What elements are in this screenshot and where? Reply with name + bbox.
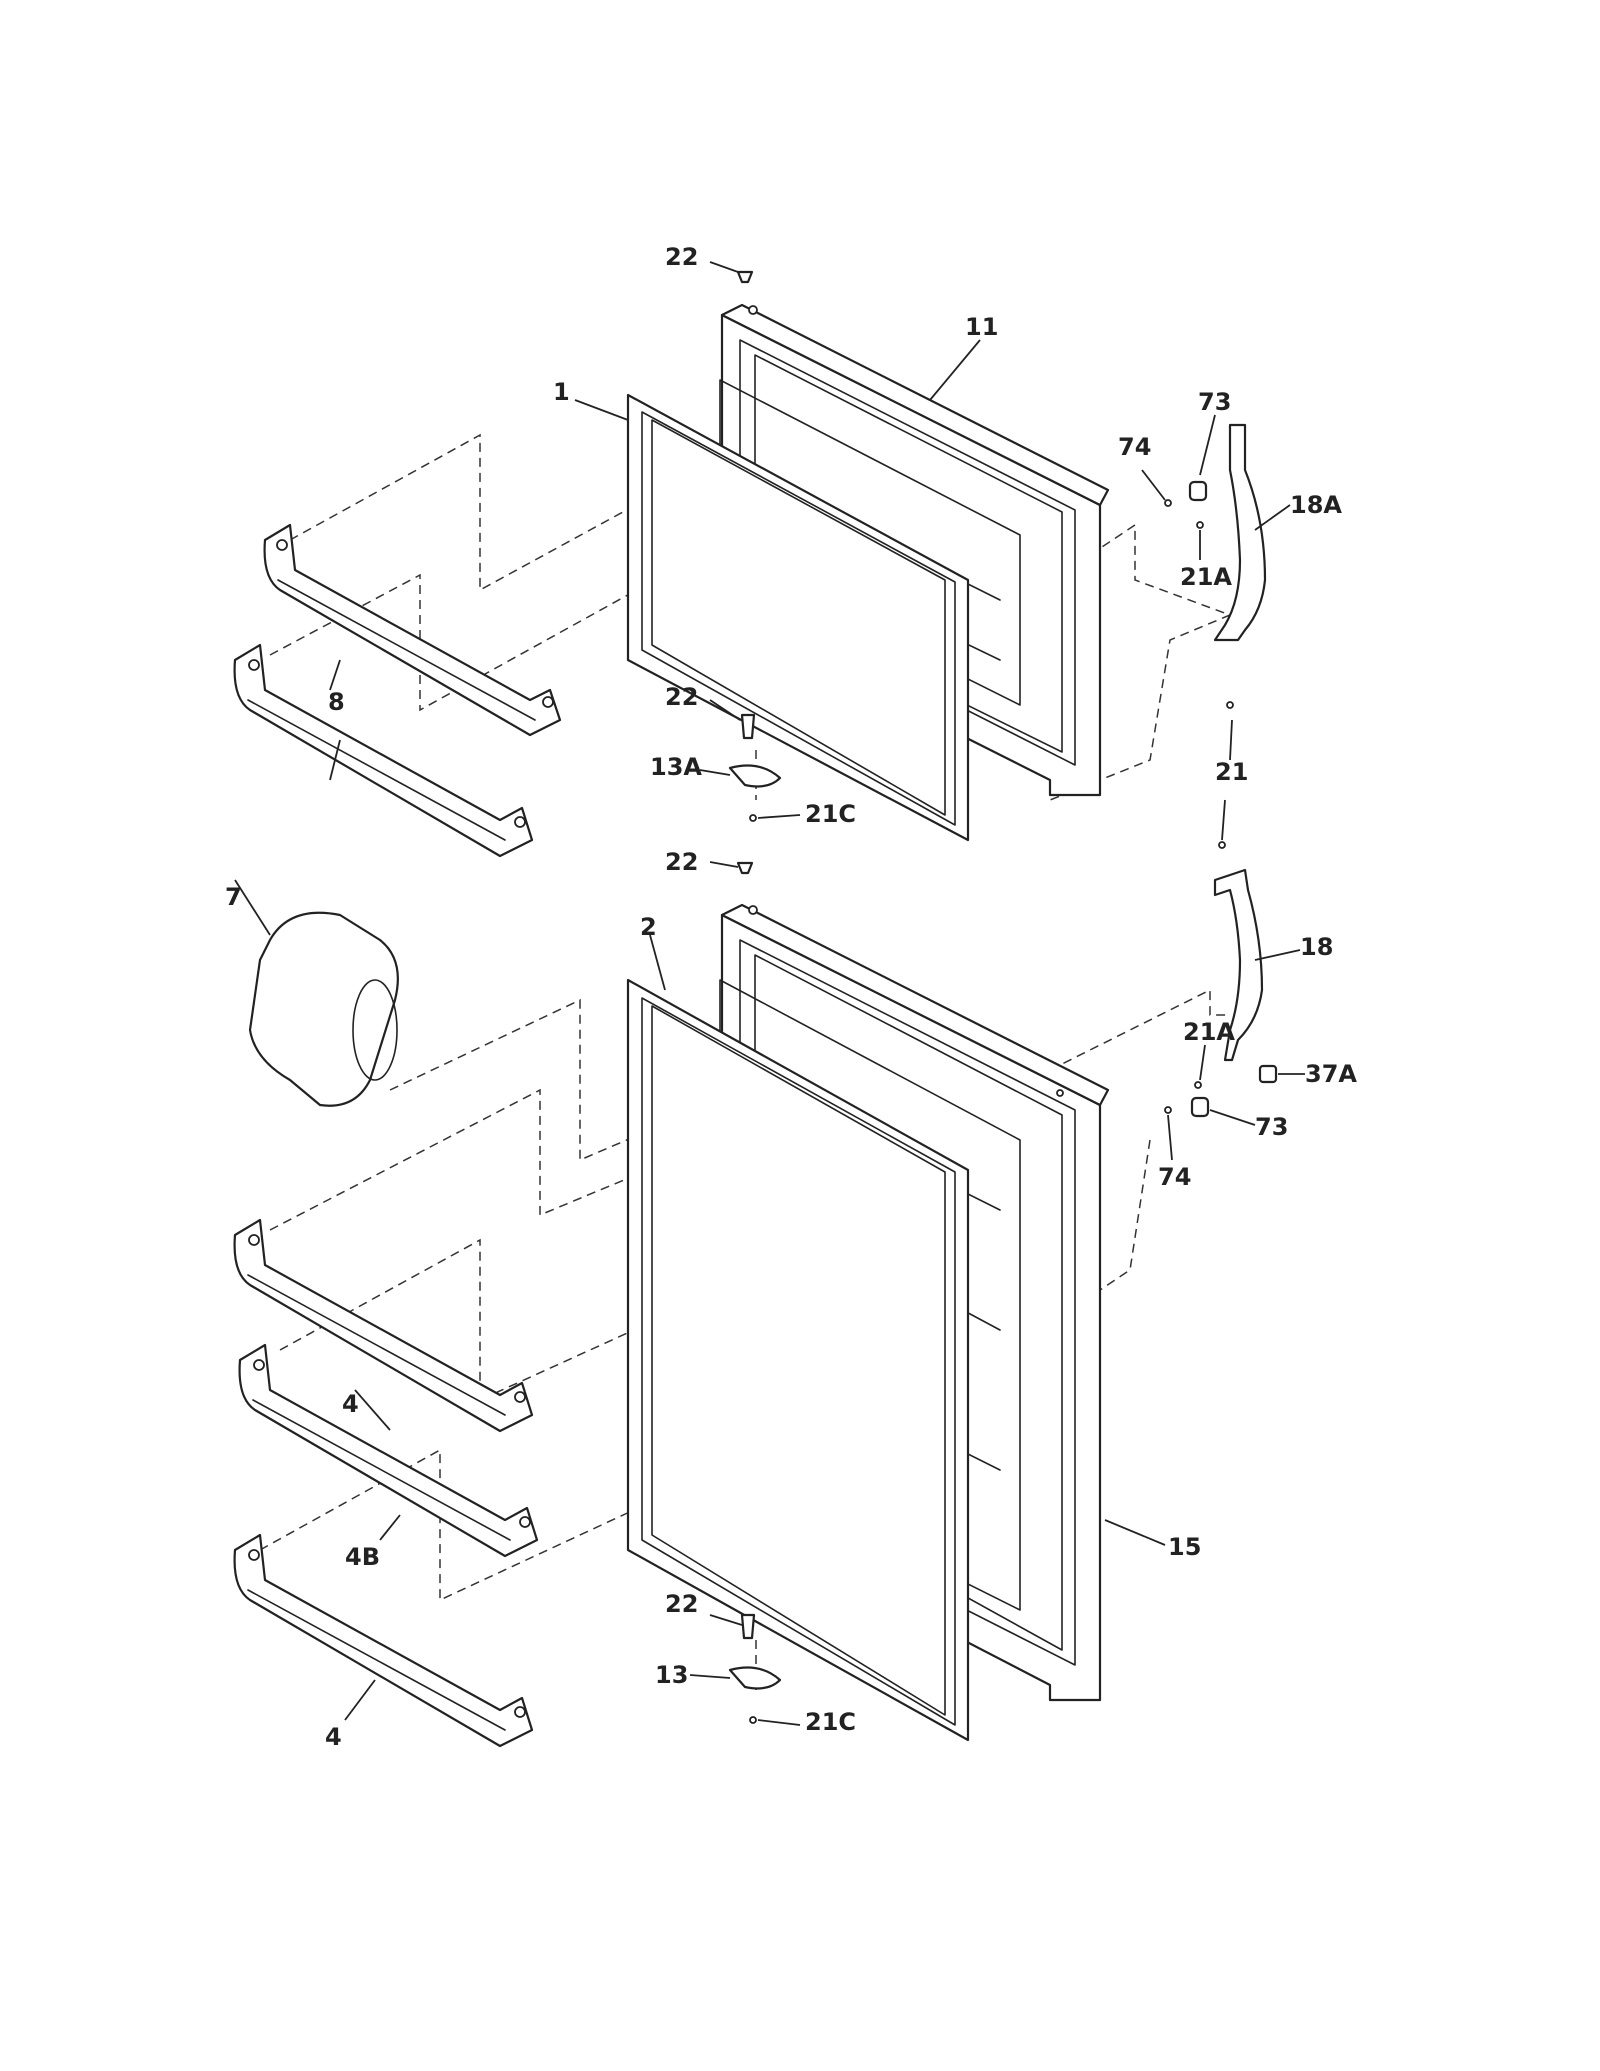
hinge-cover-13A <box>728 764 782 788</box>
callout-15: 15 <box>1168 1533 1201 1561</box>
screw-22-mid-upper <box>740 713 756 740</box>
screw-21A-top <box>1196 521 1204 529</box>
callout-74-top: 74 <box>1118 433 1151 461</box>
callout-2: 2 <box>640 913 657 941</box>
callout-21C-upper: 21C <box>805 800 856 828</box>
screw-21A-bottom <box>1194 1081 1202 1089</box>
callout-21A-top: 21A <box>1180 563 1232 591</box>
callout-labels: 22 11 1 73 74 18A 21A 8 22 13A 21C 21 22… <box>225 243 1357 1751</box>
callout-21: 21 <box>1215 758 1248 786</box>
screw-21C-upper <box>749 814 757 822</box>
bushing-73-top <box>1188 480 1208 502</box>
hinge-18A <box>1213 423 1267 642</box>
callout-8: 8 <box>328 688 345 716</box>
hardware-parts <box>728 270 1278 1724</box>
lower-door-shelf-4-bottom <box>233 1533 534 1748</box>
callout-18: 18 <box>1300 933 1333 961</box>
screw-22-bottom <box>740 1613 756 1640</box>
callout-37A: 37A <box>1305 1060 1357 1088</box>
screw-21C-lower <box>749 1716 757 1724</box>
screw-22-mid-lower <box>736 861 754 875</box>
callout-4-upper: 4 <box>342 1390 359 1418</box>
plug-37A <box>1258 1064 1278 1084</box>
lower-door-shelf-4-upper <box>233 1218 534 1433</box>
upper-door-shelf-8a <box>263 523 562 737</box>
callout-4B: 4B <box>345 1543 380 1571</box>
screw-74-top <box>1164 499 1172 507</box>
callout-22-top: 22 <box>665 243 698 271</box>
callout-18A: 18A <box>1290 491 1342 519</box>
callout-73-top: 73 <box>1198 388 1231 416</box>
callout-73-bottom: 73 <box>1255 1113 1288 1141</box>
screw-21-b <box>1218 841 1226 849</box>
callout-13: 13 <box>655 1661 688 1689</box>
callout-4-lower: 4 <box>325 1723 342 1751</box>
callout-11: 11 <box>965 313 998 341</box>
hinge-cover-13 <box>728 1666 782 1690</box>
screw-21-a <box>1226 701 1234 709</box>
callout-21A-bottom: 21A <box>1183 1018 1235 1046</box>
lower-door-shelf-4B <box>238 1343 539 1558</box>
screw-22-top <box>736 270 754 284</box>
callout-22-mid-lower: 22 <box>665 848 698 876</box>
screw-74-bottom <box>1164 1106 1172 1114</box>
callout-21C-lower: 21C <box>805 1708 856 1736</box>
callout-1: 1 <box>553 378 570 406</box>
bushing-73-bottom <box>1190 1096 1210 1118</box>
hinge-18 <box>1213 868 1264 1062</box>
egg-tray-bin <box>248 911 399 1107</box>
leader-lines <box>234 261 1305 1726</box>
callout-22-mid-upper: 22 <box>665 683 698 711</box>
upper-door-shelf-8b <box>233 643 534 858</box>
lower-door-gasket <box>626 978 970 1742</box>
callout-22-bottom: 22 <box>665 1590 698 1618</box>
upper-door-gasket <box>626 393 970 842</box>
callout-13A: 13A <box>650 753 702 781</box>
callout-7: 7 <box>225 883 242 911</box>
callout-74-bottom: 74 <box>1158 1163 1191 1191</box>
